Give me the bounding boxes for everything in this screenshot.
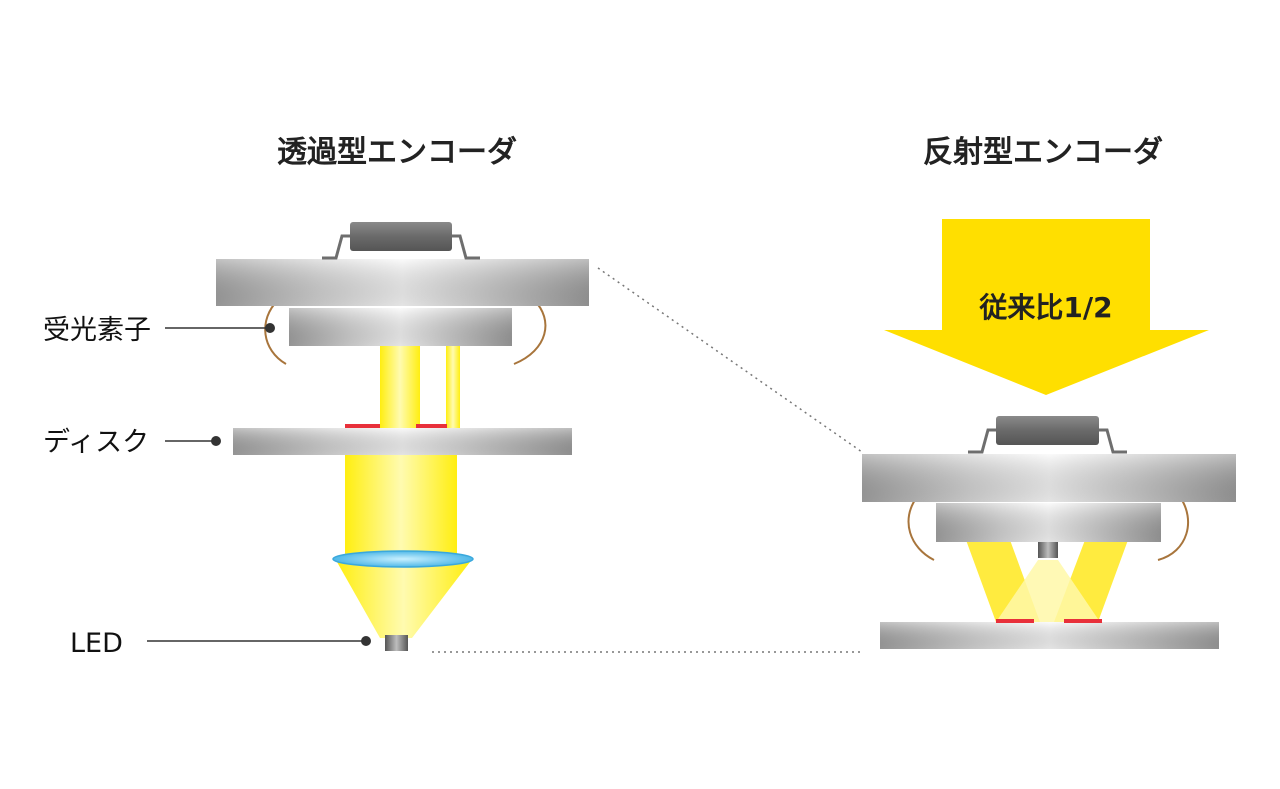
bond-wire [907, 496, 935, 561]
light-beams [337, 340, 470, 638]
chip-lead [450, 234, 480, 260]
lens [332, 550, 474, 568]
photodetector-shade [289, 308, 512, 346]
reflective-led [1038, 540, 1058, 558]
reflected-light-beams [966, 540, 1128, 622]
led [385, 635, 408, 651]
bond-wire [1157, 496, 1189, 561]
led-label: LED [70, 628, 123, 659]
comparison-dotted-line-top [597, 267, 863, 453]
collimated-beam [345, 455, 457, 563]
reflective-substrate-shade [862, 454, 1236, 502]
reflective-disk-marker [996, 619, 1034, 623]
slit-beam-right [446, 340, 460, 428]
chip-lead [968, 428, 998, 454]
disk-shade [233, 428, 572, 455]
disk-slit-marker [345, 424, 380, 428]
led-leader-dot [361, 636, 371, 646]
reflective-disk-shade [880, 622, 1219, 649]
bond-wire [264, 299, 287, 365]
size-reduction-arrow [884, 219, 1209, 395]
bond-wire [513, 299, 547, 365]
disk-leader-dot [211, 436, 221, 446]
photodetector-label: 受光素子 [43, 315, 151, 346]
chip-lead [322, 234, 352, 260]
transmissive-encoder: 受光素子 ディスク LED [43, 222, 589, 659]
substrate-shade [216, 259, 589, 306]
reflective-ic-chip [996, 416, 1099, 445]
reflective-sensor-shade [936, 503, 1161, 542]
transmissive-encoder-title: 透過型エンコーダ [277, 135, 517, 170]
slit-beam-left [380, 340, 420, 428]
led-light-cone [337, 562, 470, 638]
chip-lead [1097, 428, 1127, 454]
disk-label: ディスク [43, 427, 149, 458]
reflective-encoder: 従来比1/2 [862, 219, 1236, 649]
reflective-encoder-title: 反射型エンコーダ [923, 135, 1163, 170]
disk-slit-marker [416, 424, 447, 428]
reflective-disk-marker [1064, 619, 1102, 623]
ic-chip [350, 222, 452, 251]
photodetector-leader-dot [265, 323, 275, 333]
size-reduction-arrow-text: 従来比1/2 [978, 291, 1112, 324]
emitted-light-cone [996, 560, 1100, 622]
